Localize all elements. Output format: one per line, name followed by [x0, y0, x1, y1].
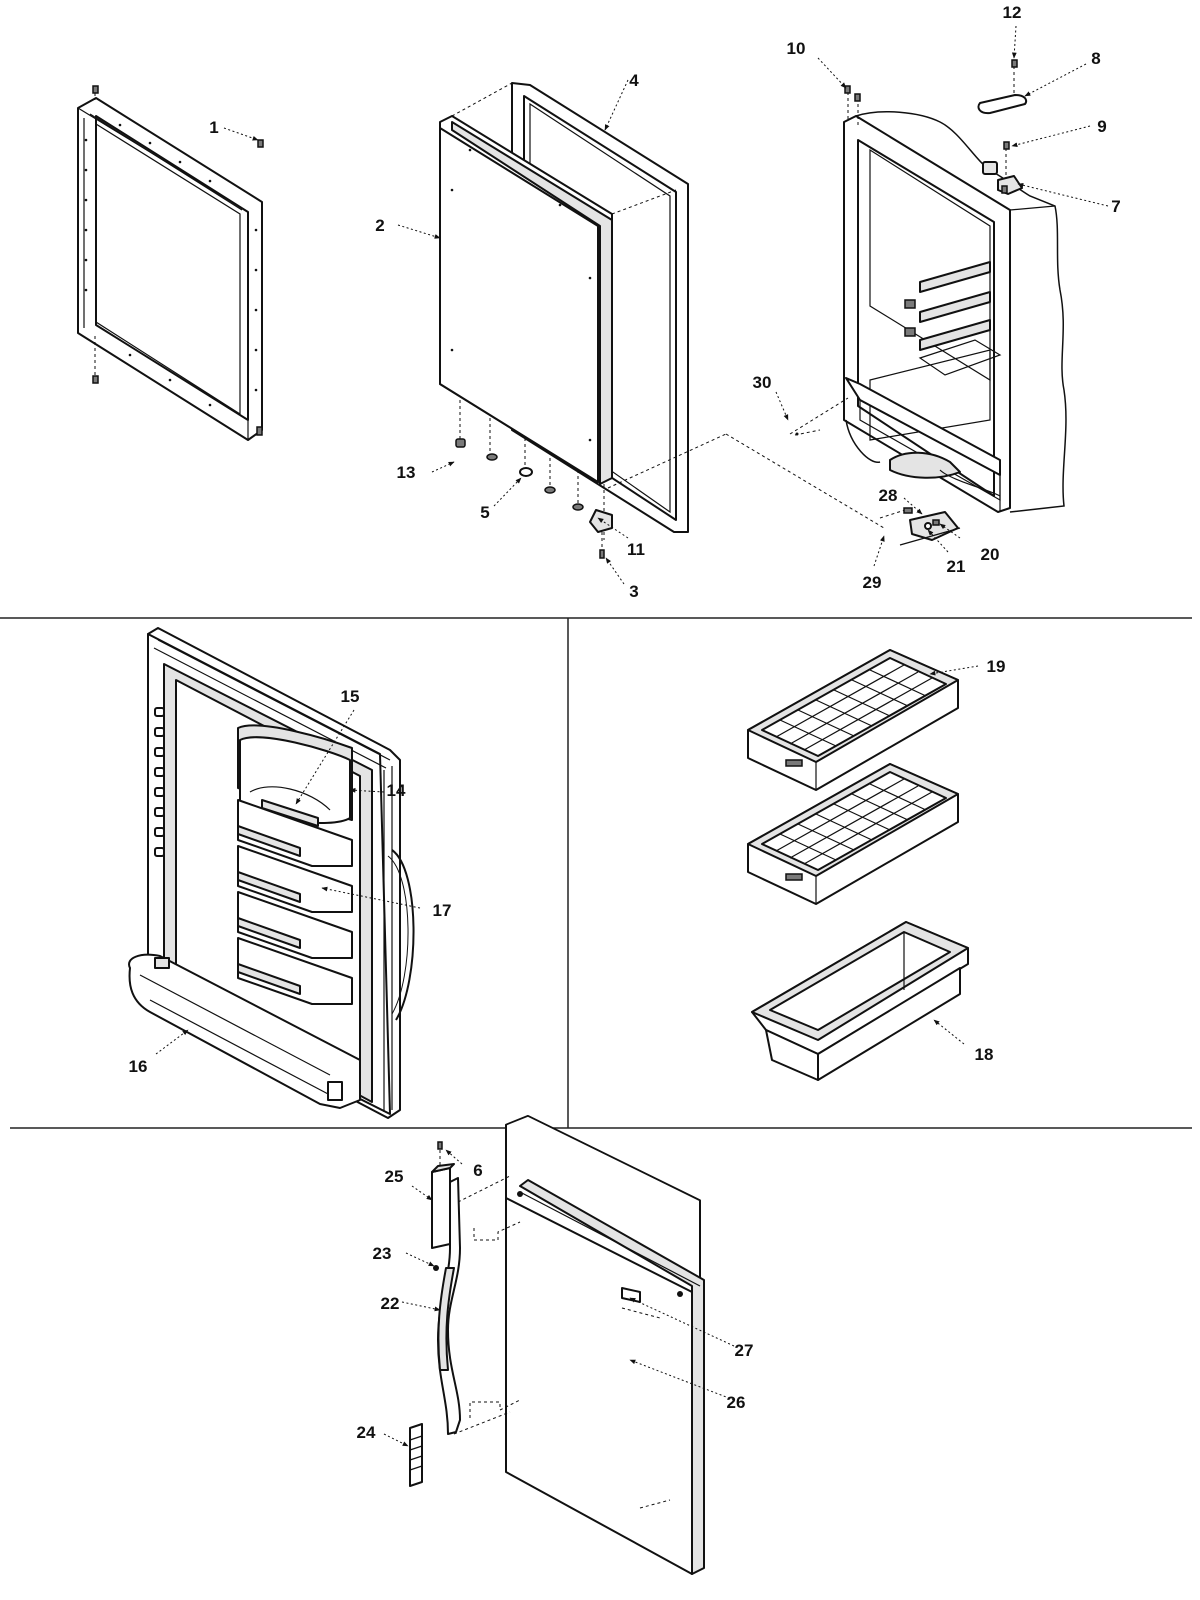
callout-30: 30 [753, 373, 772, 392]
callout-22: 22 [381, 1294, 400, 1313]
ice-tray-upper [747, 649, 959, 791]
callout-9: 9 [1097, 117, 1106, 136]
callout-29: 29 [863, 573, 882, 592]
callout-17: 17 [433, 901, 452, 920]
handle-assembly [409, 1141, 521, 1487]
callout-21: 21 [947, 557, 966, 576]
callout-19: 19 [987, 657, 1006, 676]
ice-tray-lower [747, 763, 959, 905]
door-outer-panel [439, 82, 677, 485]
callout-14: 14 [387, 781, 406, 800]
door-inner-liner [128, 627, 415, 1119]
refrigerator-cabinet [789, 59, 1067, 546]
callout-11: 11 [627, 540, 645, 559]
callout-28: 28 [879, 486, 898, 505]
callout-4: 4 [629, 71, 639, 90]
callout-5: 5 [480, 503, 489, 522]
callout-10: 10 [787, 39, 806, 58]
callout-2: 2 [375, 216, 384, 235]
callout-16: 16 [129, 1057, 148, 1076]
callout-26: 26 [727, 1393, 746, 1412]
callout-20: 20 [981, 545, 1000, 564]
callout-3: 3 [629, 582, 638, 601]
callout-23: 23 [373, 1244, 392, 1263]
door-frame [77, 85, 264, 441]
callout-13: 13 [397, 463, 416, 482]
callout-12: 12 [1003, 3, 1022, 22]
door-bottom-parts [455, 400, 885, 559]
callout-24: 24 [357, 1423, 376, 1442]
freezer-door [505, 1114, 705, 1575]
callout-8: 8 [1091, 49, 1100, 68]
callout-18: 18 [975, 1045, 994, 1064]
callout-25: 25 [385, 1167, 404, 1186]
ice-bin [751, 921, 969, 1081]
leader-lines [155, 25, 1109, 1447]
callout-15: 15 [341, 687, 360, 706]
callout-27: 27 [735, 1341, 754, 1360]
callout-1: 1 [209, 118, 218, 137]
callout-numbers: 1 2 3 4 5 6 7 8 9 10 11 12 13 14 15 16 1… [129, 3, 1121, 1442]
callout-7: 7 [1111, 197, 1120, 216]
callout-6: 6 [473, 1161, 482, 1180]
